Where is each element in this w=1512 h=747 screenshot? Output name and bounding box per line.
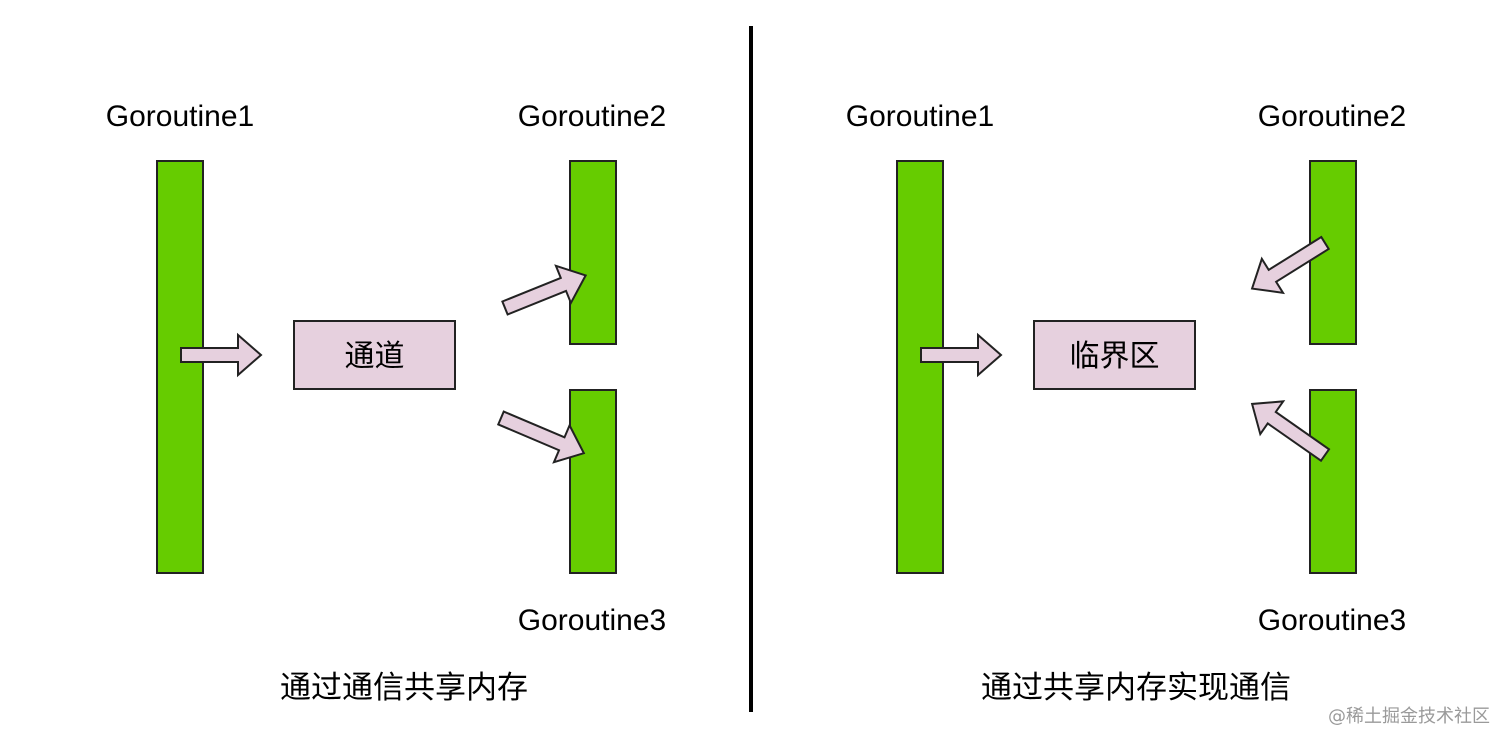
critical-section-box xyxy=(1033,320,1196,390)
left-caption: 通过通信共享内存 xyxy=(280,670,528,706)
left-goroutine1-bar xyxy=(156,160,204,574)
left-goroutine2-label: Goroutine2 xyxy=(518,100,666,133)
left-goroutine1-label: Goroutine1 xyxy=(106,100,254,133)
left-goroutine3-bar xyxy=(569,389,617,574)
left-goroutine2-bar xyxy=(569,160,617,345)
left-arrow-to-goroutine3 xyxy=(496,410,586,464)
left-goroutine3-label: Goroutine3 xyxy=(518,604,666,637)
right-caption: 通过共享内存实现通信 xyxy=(981,670,1291,706)
right-goroutine3-label: Goroutine3 xyxy=(1258,604,1406,637)
left-arrow-to-goroutine2 xyxy=(501,264,588,316)
right-panel: Goroutine1 Goroutine2 Goroutine3 临界区 通过共… xyxy=(846,100,1406,706)
left-arrow-to-channel xyxy=(180,332,263,378)
left-panel: Goroutine1 Goroutine2 Goroutine3 通道 通过通信… xyxy=(106,100,666,706)
channel-box-label: 通道 xyxy=(345,339,405,374)
right-arrow-from-goroutine3 xyxy=(1250,400,1331,463)
channel-box xyxy=(293,320,456,390)
right-goroutine1-bar xyxy=(896,160,944,574)
right-goroutine3-bar xyxy=(1309,389,1357,574)
right-goroutine2-label: Goroutine2 xyxy=(1258,100,1406,133)
critical-section-box-label: 临界区 xyxy=(1070,339,1160,374)
watermark: @稀土掘金技术社区 xyxy=(1328,706,1490,727)
right-arrow-to-critical-section xyxy=(920,332,1003,378)
right-goroutine1-label: Goroutine1 xyxy=(846,100,994,133)
right-arrow-from-goroutine2 xyxy=(1250,235,1331,295)
